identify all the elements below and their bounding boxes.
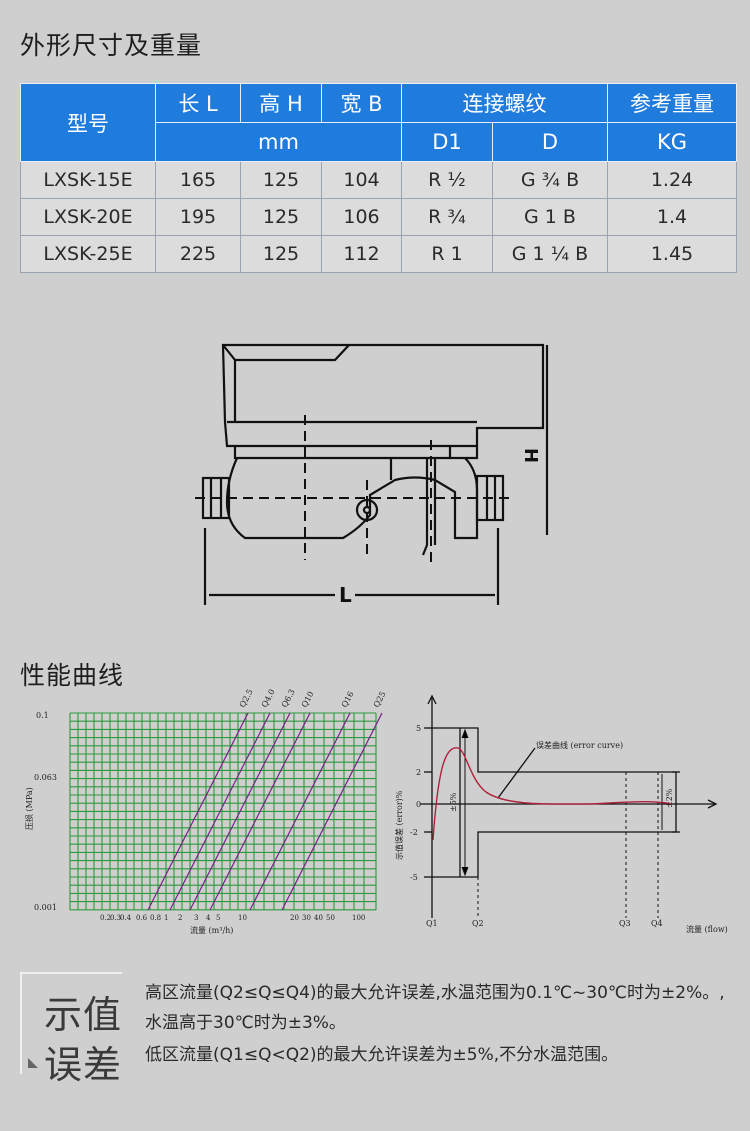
y-tick-label: -2 bbox=[410, 828, 418, 837]
x-tick-label: 0.3 bbox=[110, 914, 121, 922]
col-d1-header: D1 bbox=[401, 122, 493, 162]
unit-mm: mm bbox=[155, 122, 402, 162]
note-title-line-1: 示值 bbox=[44, 993, 123, 1037]
col-thread-header: 连接螺纹 bbox=[401, 83, 608, 123]
curve-label: Q10 bbox=[300, 690, 316, 709]
cell-d1: R 1 bbox=[401, 235, 493, 273]
cell-model: LXSK-20E bbox=[20, 198, 156, 236]
x-tick-label: 20 bbox=[290, 914, 299, 922]
q-label: Q2 bbox=[472, 919, 484, 928]
table-header-row-1: 型号 长 L 高 H 宽 B 连接螺纹 参考重量 bbox=[20, 83, 737, 162]
cell-d1: R ¾ bbox=[401, 198, 493, 236]
note-high-range-text: 高区流量(Q2≤Q≤Q4)的最大允许误差,水温范围为0.1℃~30℃时为±2%。… bbox=[145, 983, 725, 1033]
note-frame bbox=[20, 972, 122, 1074]
x-tick-label: 10 bbox=[238, 914, 247, 922]
cell-weight: 1.4 bbox=[607, 198, 737, 236]
x-tick-label: 0.8 bbox=[150, 914, 161, 922]
x-axis-label: 流量 (flow) bbox=[686, 924, 728, 934]
y-tick-label: 0.1 bbox=[36, 711, 49, 720]
x-tick-label: 40 bbox=[314, 914, 323, 922]
curve-label: Q16 bbox=[340, 690, 356, 709]
y-tick-label: 2 bbox=[416, 768, 421, 777]
x-tick-label: 100 bbox=[352, 914, 365, 922]
y-tick-label: -5 bbox=[410, 873, 418, 882]
curve-label: Q25 bbox=[372, 690, 388, 709]
cell-model: LXSK-25E bbox=[20, 235, 156, 273]
x-tick-label: 30 bbox=[302, 914, 311, 922]
col-weight-header: 参考重量 bbox=[607, 83, 737, 123]
y-axis-label: 压损 (MPa) bbox=[24, 787, 34, 830]
performance-section-title: 性能曲线 bbox=[20, 661, 125, 690]
cell-weight: 1.24 bbox=[607, 161, 737, 199]
meter-dimension-drawing: H L bbox=[195, 343, 549, 607]
note-corner-mark bbox=[28, 1058, 38, 1068]
x-tick-label: 0.2 bbox=[100, 914, 111, 922]
y-tick-label: 0.063 bbox=[34, 773, 57, 782]
unit-kg: KG bbox=[607, 122, 737, 162]
x-tick-label: 4 bbox=[206, 914, 211, 922]
pressure-curve bbox=[249, 712, 351, 911]
col-model-header: 型号 bbox=[20, 83, 156, 162]
y-tick-label: 0.001 bbox=[34, 903, 57, 912]
error-curve-line bbox=[432, 747, 673, 841]
cell-d: G 1 ¼ B bbox=[492, 235, 608, 273]
cell-model: LXSK-15E bbox=[20, 161, 156, 199]
curve-label: Q2.5 bbox=[238, 688, 255, 709]
y-axis-label: 示值误差 (error)% bbox=[394, 790, 404, 860]
pressure-curve bbox=[189, 712, 291, 911]
y-tick-label: 5 bbox=[416, 724, 421, 733]
table-row: LXSK-15E 165 125 104 R ½ G ¾ B 1.24 bbox=[20, 161, 737, 199]
dimension-h-label: H bbox=[520, 448, 541, 463]
cell-weight: 1.45 bbox=[607, 235, 737, 273]
x-tick-label: 0.4 bbox=[120, 914, 132, 922]
pressure-curve bbox=[147, 712, 249, 911]
cell-height: 125 bbox=[240, 198, 322, 236]
table-row: LXSK-20E 195 125 106 R ¾ G 1 B 1.4 bbox=[20, 198, 737, 236]
col-length-header: 长 L bbox=[155, 83, 241, 123]
pressure-curve bbox=[281, 712, 383, 911]
q-label: Q1 bbox=[426, 919, 438, 928]
curve-label: 误差曲线 (error curve) bbox=[536, 740, 623, 750]
col-height-header: 高 H bbox=[240, 83, 322, 123]
note-heading-box: 示值 误差 bbox=[20, 972, 128, 1087]
band-high-label: ±5% bbox=[449, 792, 458, 812]
x-tick-label: 50 bbox=[326, 914, 335, 922]
curve-label: Q4.0 bbox=[260, 688, 277, 709]
cell-width: 112 bbox=[321, 235, 402, 273]
note-low-range-text: 低区流量(Q1≤Q<Q2)的最大允许误差为±5%,不分水温范围。 bbox=[145, 1045, 619, 1065]
curve-label: Q6.3 bbox=[280, 688, 297, 709]
x-tick-label: 1 bbox=[164, 914, 168, 922]
cell-width: 106 bbox=[321, 198, 402, 236]
y-tick-label: 0 bbox=[416, 800, 421, 809]
cell-height: 125 bbox=[240, 161, 322, 199]
x-tick-label: 2 bbox=[178, 914, 182, 922]
table-row: LXSK-25E 225 125 112 R 1 G 1 ¼ B 1.45 bbox=[20, 235, 737, 273]
cell-d1: R ½ bbox=[401, 161, 493, 199]
q-label: Q4 bbox=[651, 919, 663, 928]
cell-d: G ¾ B bbox=[492, 161, 608, 199]
note-title-line-2: 误差 bbox=[44, 1043, 123, 1087]
cell-width: 104 bbox=[321, 161, 402, 199]
table-header-row-2: mm D1 D KG bbox=[21, 122, 737, 162]
cell-length: 165 bbox=[155, 161, 241, 199]
cell-length: 225 bbox=[155, 235, 241, 273]
pressure-curve bbox=[209, 712, 311, 911]
band-low-label: ±2% bbox=[665, 788, 674, 808]
cell-length: 195 bbox=[155, 198, 241, 236]
pressure-curve bbox=[169, 712, 271, 911]
error-curve-chart: 5 2 0 -2 -5 示值误差 (error)% ±5% ±2% 误差曲线 (… bbox=[394, 694, 728, 934]
cell-height: 125 bbox=[240, 235, 322, 273]
dimension-l-label: L bbox=[339, 583, 352, 607]
pressure-loss-chart: 0.1 0.063 0.001 压损 (MPa) 流量 (m³/h) 0.20.… bbox=[24, 688, 388, 935]
x-axis-label: 流量 (m³/h) bbox=[190, 925, 233, 935]
dimensions-section-title: 外形尺寸及重量 bbox=[20, 31, 203, 60]
col-width-header: 宽 B bbox=[321, 83, 402, 123]
x-tick-label: 5 bbox=[216, 914, 220, 922]
x-tick-label: 3 bbox=[194, 914, 198, 922]
cell-d: G 1 B bbox=[492, 198, 608, 236]
col-d-header: D bbox=[492, 122, 608, 162]
q-label: Q3 bbox=[619, 919, 631, 928]
spec-table: 型号 长 L 高 H 宽 B 连接螺纹 参考重量 mm D1 D KG LXSK… bbox=[20, 83, 737, 273]
x-tick-label: 0.6 bbox=[136, 914, 148, 922]
